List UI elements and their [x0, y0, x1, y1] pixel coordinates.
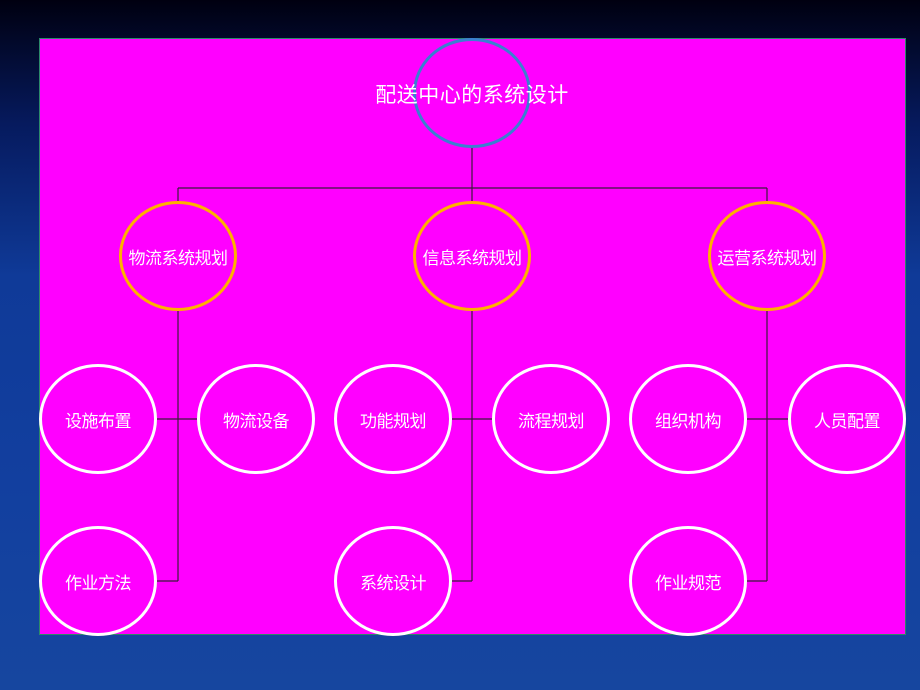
leaf-node-system-design: 系统设计	[334, 526, 452, 636]
branch-node-logistics: 物流系统规划	[119, 201, 237, 311]
leaf-node-function-planning: 功能规划	[334, 364, 452, 474]
root-node-label: 配送中心的系统设计	[375, 83, 569, 107]
leaf-node-work-method: 作业方法	[39, 526, 157, 636]
leaf-node-staffing: 人员配置	[788, 364, 906, 474]
leaf-node-facility-layout: 设施布置	[39, 364, 157, 474]
branch-node-information: 信息系统规划	[413, 201, 531, 311]
leaf-node-process-planning: 流程规划	[492, 364, 610, 474]
leaf-node-logistics-equipment: 物流设备	[197, 364, 315, 474]
root-node	[413, 38, 531, 148]
leaf-node-work-standards: 作业规范	[629, 526, 747, 636]
leaf-node-organization: 组织机构	[629, 364, 747, 474]
branch-node-operations: 运营系统规划	[708, 201, 826, 311]
